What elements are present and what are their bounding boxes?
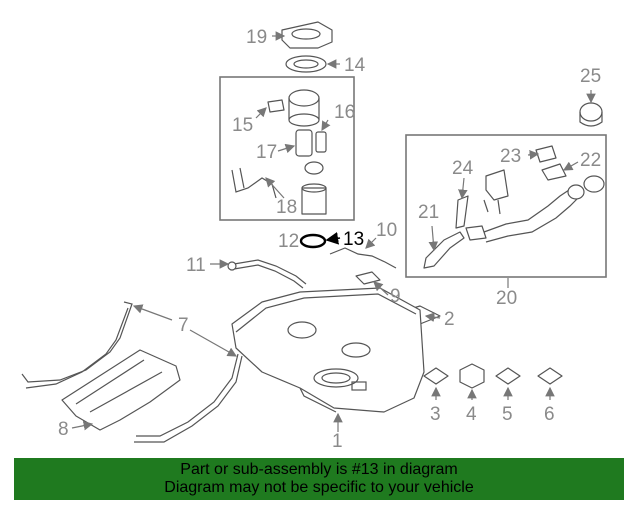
callout-4[interactable]: 4 bbox=[466, 404, 477, 425]
filler-neck-group-box bbox=[405, 134, 607, 278]
callout-15[interactable]: 15 bbox=[232, 115, 253, 136]
callout-16[interactable]: 16 bbox=[334, 102, 355, 123]
callout-8[interactable]: 8 bbox=[58, 419, 69, 440]
part-10-wire-harness[interactable] bbox=[329, 247, 397, 269]
callout-24[interactable]: 24 bbox=[452, 158, 474, 179]
callout-19[interactable]: 19 bbox=[246, 27, 267, 48]
part-11-vent-hose[interactable] bbox=[227, 259, 307, 289]
filler-neck-parts[interactable] bbox=[423, 145, 605, 269]
callout-25[interactable]: 25 bbox=[580, 66, 601, 87]
callout-23[interactable]: 23 bbox=[500, 146, 521, 167]
callout-1[interactable]: 1 bbox=[332, 431, 343, 452]
small-pads-3-6[interactable] bbox=[423, 363, 563, 389]
callout-3[interactable]: 3 bbox=[430, 404, 441, 425]
part-7-tank-straps[interactable] bbox=[21, 301, 243, 443]
part-9-connector[interactable] bbox=[355, 271, 381, 285]
callout-21[interactable]: 21 bbox=[418, 202, 439, 223]
fuel-pump-module-parts[interactable] bbox=[231, 89, 327, 215]
callout-7[interactable]: 7 bbox=[178, 315, 189, 336]
callout-22[interactable]: 22 bbox=[580, 150, 601, 171]
banner-line-disclaimer: Diagram may not be specific to your vehi… bbox=[164, 479, 474, 496]
callout-2[interactable]: 2 bbox=[444, 309, 455, 330]
callout-20[interactable]: 20 bbox=[496, 288, 517, 309]
part-19-cover-plate[interactable] bbox=[281, 21, 333, 49]
leader-lines bbox=[71, 31, 596, 432]
callout-14[interactable]: 14 bbox=[344, 55, 366, 76]
part-25-fuel-cap[interactable] bbox=[579, 102, 603, 127]
callout-12[interactable]: 12 bbox=[278, 231, 299, 252]
callout-numbers: 19 14 25 15 16 17 18 12 13 10 11 9 2 7 8… bbox=[58, 27, 601, 452]
callout-13[interactable]: 13 bbox=[343, 229, 364, 250]
part-14-lock-ring[interactable] bbox=[285, 55, 327, 73]
callout-11[interactable]: 11 bbox=[186, 255, 206, 276]
callout-10[interactable]: 10 bbox=[376, 220, 397, 241]
callout-18[interactable]: 18 bbox=[276, 197, 297, 218]
banner-line-part-number: Part or sub-assembly is #13 in diagram bbox=[180, 461, 458, 478]
callout-9[interactable]: 9 bbox=[390, 286, 401, 307]
part-8-heat-shield[interactable] bbox=[61, 349, 181, 431]
callout-5[interactable]: 5 bbox=[502, 404, 513, 425]
info-banner: Part or sub-assembly is #13 in diagram D… bbox=[14, 458, 624, 500]
part-1-fuel-tank[interactable] bbox=[231, 287, 425, 413]
part-13-o-ring[interactable] bbox=[299, 233, 327, 249]
callout-17[interactable]: 17 bbox=[256, 142, 277, 163]
fuel-pump-module-group-box bbox=[219, 76, 355, 221]
callout-6[interactable]: 6 bbox=[544, 404, 555, 425]
